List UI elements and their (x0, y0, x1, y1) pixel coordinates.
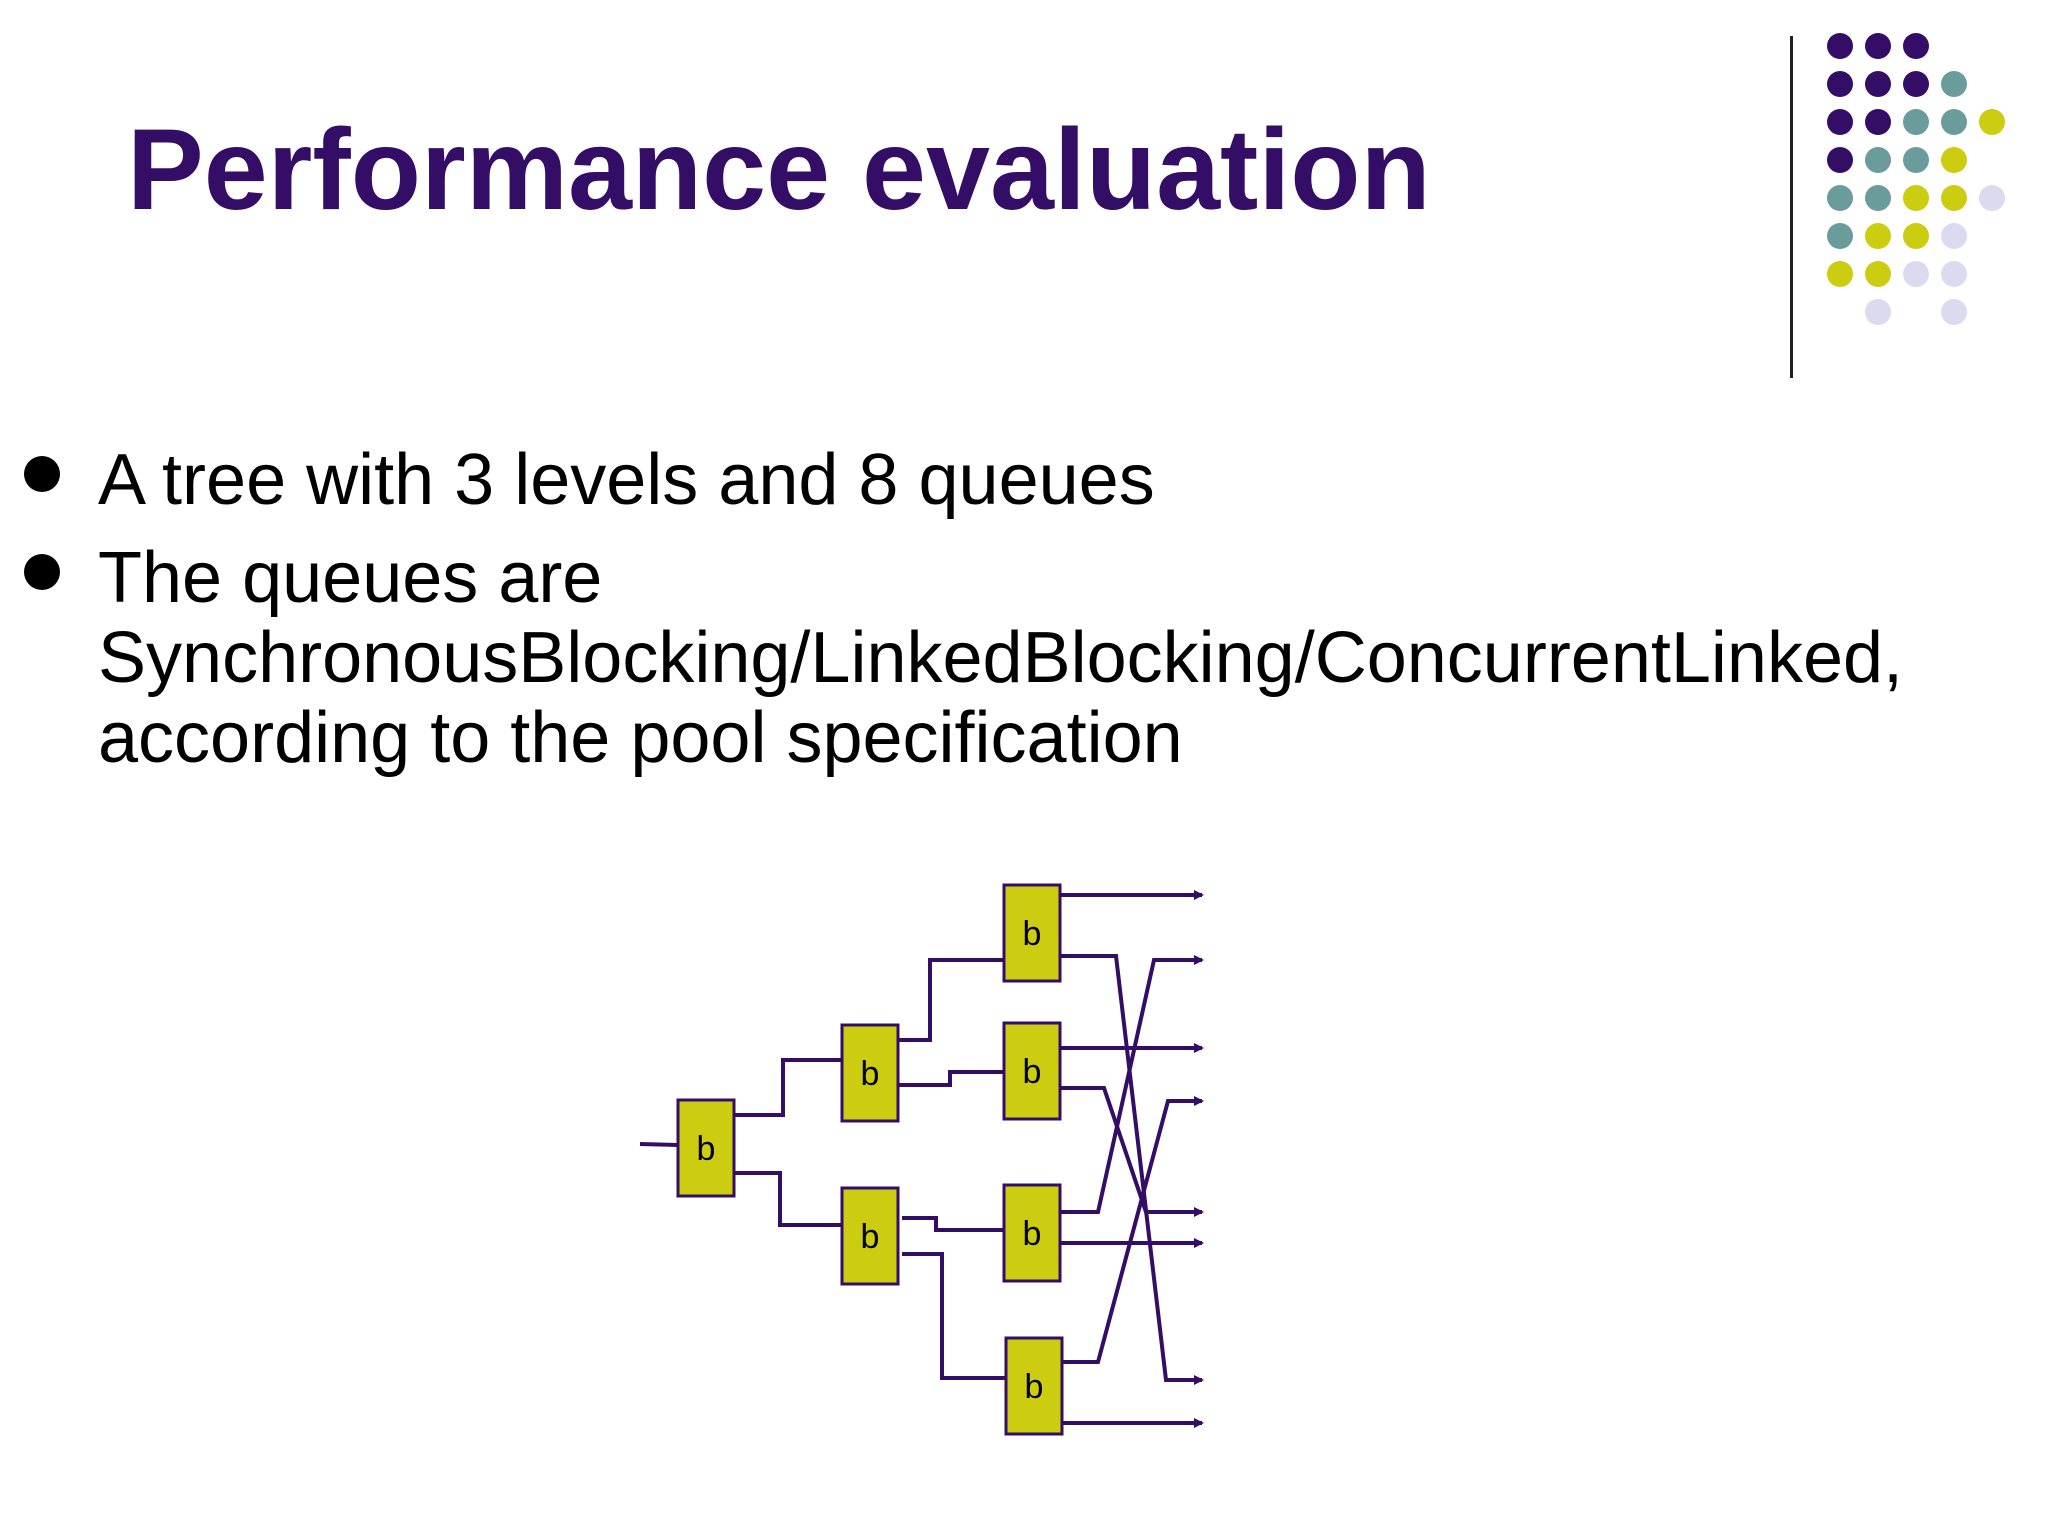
decorative-dot (1903, 185, 1929, 211)
output-wire-5 (1052, 955, 1204, 1214)
bullet-text: The queues are SynchronousBlocking/Linke… (98, 538, 1904, 778)
balancer-box: b (1004, 1336, 1064, 1436)
balancer-box-label: b (1025, 1368, 1044, 1406)
decorative-dot (1979, 185, 2005, 211)
decorative-dot (1941, 109, 1967, 135)
decorative-dot (1903, 261, 1929, 287)
bullet-text: A tree with 3 levels and 8 queues (98, 440, 1155, 520)
output-wire-4 (1052, 1086, 1204, 1217)
balancer-box: b (1002, 1183, 1062, 1283)
decorative-dot (1827, 185, 1853, 211)
decorative-dot (1865, 109, 1891, 135)
bullet-item: A tree with 3 levels and 8 queues (0, 440, 1978, 520)
balancer-tree-diagram: b b b b b b b (639, 883, 1204, 1436)
bullet-list: A tree with 3 levels and 8 queues The qu… (0, 440, 2048, 796)
decorative-dot (1941, 261, 1967, 287)
decorative-dot (1903, 223, 1929, 249)
balancer-box-label: b (861, 1218, 880, 1256)
decorative-dot (1827, 109, 1853, 135)
wires (639, 890, 1204, 1428)
decorative-dot (1903, 33, 1929, 59)
decorative-dot (1827, 261, 1853, 287)
title-divider (1790, 36, 1793, 378)
decorative-dot (1941, 223, 1967, 249)
bullet-icon (24, 456, 60, 492)
balancer-box-label: b (1023, 1215, 1042, 1253)
decorative-dot-grid (1827, 33, 2005, 325)
wire-root-bottom (726, 1171, 842, 1227)
wire-l2b-out1 (902, 1216, 1004, 1232)
decorative-dot (1827, 223, 1853, 249)
decorative-dot (1827, 147, 1853, 173)
wire-l2a-out1 (896, 958, 1004, 1042)
balancer-box: b (840, 1186, 900, 1286)
wire-l2b-out2 (902, 1252, 1006, 1380)
decorative-dot (1941, 299, 1967, 325)
balancer-box: b (1002, 1021, 1062, 1121)
slide-title: Performance evaluation (127, 106, 1431, 234)
decorative-dot (1865, 33, 1891, 59)
balancer-box-label: b (861, 1055, 880, 1093)
decorative-dot (1865, 147, 1891, 173)
output-wire-7 (1052, 1096, 1204, 1364)
balancer-boxes: b b b b b b b (676, 883, 1064, 1436)
decorative-dot (1827, 71, 1853, 97)
decorative-dot (1827, 33, 1853, 59)
decorative-dot (1865, 71, 1891, 97)
decorative-dot (1941, 71, 1967, 97)
decorative-dot (1941, 185, 1967, 211)
decorative-dot (1865, 185, 1891, 211)
input-wire (639, 1142, 679, 1147)
bullet-item: The queues are SynchronousBlocking/Linke… (0, 538, 1978, 778)
balancer-box: b (1002, 883, 1062, 983)
decorative-dot (1865, 261, 1891, 287)
decorative-dot (1903, 109, 1929, 135)
decorative-dot (1903, 71, 1929, 97)
decorative-dot (1903, 147, 1929, 173)
decorative-dot (1865, 223, 1891, 249)
decorative-dot (1941, 147, 1967, 173)
balancer-box: b (840, 1023, 900, 1123)
decorative-dot (1979, 109, 2005, 135)
wire-root-top (726, 1058, 842, 1117)
wire-l2a-out2 (896, 1070, 1004, 1087)
balancer-box: b (676, 1098, 736, 1198)
bullet-icon (24, 554, 60, 590)
balancer-box-label: b (697, 1130, 716, 1168)
balancer-box-label: b (1023, 1053, 1042, 1091)
decorative-dot (1865, 299, 1891, 325)
balancer-box-label: b (1023, 915, 1042, 953)
output-wire-2 (1052, 954, 1204, 1385)
